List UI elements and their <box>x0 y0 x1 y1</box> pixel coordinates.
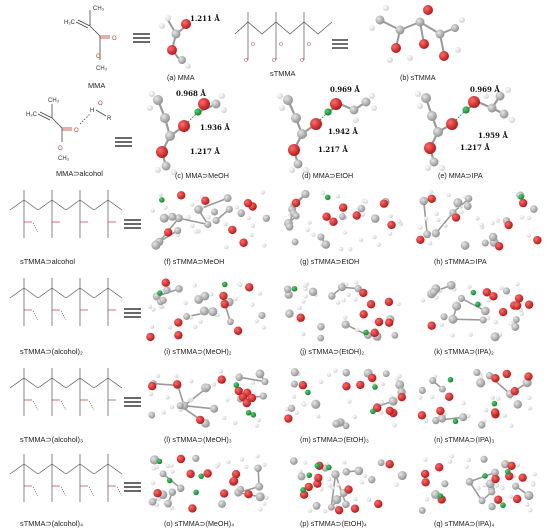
chem-r: R <box>107 116 112 122</box>
molecule-row5-3 <box>417 368 533 429</box>
svg-text:O: O <box>58 146 63 152</box>
equiv-symbol <box>124 308 141 318</box>
molecule-row6-2 <box>289 457 407 515</box>
dist-d-3: 1.217 Å <box>318 145 348 154</box>
molecule-c <box>147 91 227 175</box>
lower-rows: sTMMA⊃alcohol (f) sTMMA⊃MeOH (g) sTMMA⊃EtO… <box>9 189 542 528</box>
caption-row4-1: (i) sTMMA⊃(MeOH)₂ <box>164 347 232 356</box>
svg-text:O: O <box>112 36 117 42</box>
equiv-symbol <box>124 397 141 407</box>
label-row5: sTMMA⊃(alcohol)₃ <box>20 435 83 444</box>
equiv-symbol <box>332 39 348 49</box>
svg-text:O: O <box>272 58 276 64</box>
svg-text:O: O <box>251 42 255 48</box>
molecule-row5-1 <box>147 369 269 428</box>
svg-text:H₂C: H₂C <box>64 20 76 26</box>
label-stmma: sTMMA <box>270 69 296 78</box>
dist-a: 1.211 Å <box>190 14 220 23</box>
caption-d: (d) MMA⊃EtOH <box>302 171 353 180</box>
svg-text:O: O <box>74 128 79 134</box>
molecule-row3-3 <box>416 189 542 251</box>
caption-row4-2: (j) sTMMA⊃(EtOH)₂ <box>300 347 365 356</box>
stmma-structure-row4: sTMMA⊃(alcohol)₂ <box>9 278 123 356</box>
svg-text:O: O <box>244 58 248 64</box>
caption-row3-1: (f) sTMMA⊃MeOH <box>164 257 224 266</box>
label-row4: sTMMA⊃(alcohol)₂ <box>20 347 83 356</box>
svg-text:O: O <box>300 58 304 64</box>
dist-c-3: 1.217 Å <box>190 147 220 156</box>
stmma-structure-row3: sTMMA⊃alcohol <box>9 190 123 266</box>
equiv-symbol <box>124 482 141 492</box>
molecule-row4-1 <box>146 278 267 342</box>
stmma-structure-row5: sTMMA⊃(alcohol)₃ <box>9 368 123 444</box>
dist-d-1: 0.969 Å <box>330 85 360 94</box>
molecule-d <box>277 93 377 173</box>
svg-text:CH₃: CH₃ <box>93 6 105 12</box>
molecule-row4-2 <box>283 280 401 342</box>
svg-text:CH₃: CH₃ <box>58 156 70 162</box>
caption-row6-1: (o) sTMMA⊃(MeOH)₄ <box>164 519 234 528</box>
equiv-symbol <box>133 33 150 43</box>
equiv-symbol <box>124 219 141 229</box>
mma-structure <box>75 10 110 60</box>
caption-row5-1: (l) sTMMA⊃(MeOH)₃ <box>164 435 232 444</box>
molecule-row6-1 <box>148 453 269 513</box>
stmma-structure-row6: sTMMA⊃(alcohol)₄ <box>9 454 123 528</box>
dist-c-2: 1.936 Å <box>200 123 230 132</box>
svg-text:H₂C: H₂C <box>26 112 38 118</box>
caption-row4-3: (k) sTMMA⊃(IPA)₂ <box>434 347 494 356</box>
dist-c-1: 0.968 Å <box>176 89 206 98</box>
svg-text:O: O <box>279 42 283 48</box>
dist-e-2: 1.959 Å <box>478 131 508 140</box>
caption-row5-3: (n) sTMMA⊃(IPA)₃ <box>434 435 494 444</box>
molecule-row5-2 <box>284 368 406 430</box>
mma-alcohol-structure <box>37 104 107 142</box>
chem-h: H <box>90 108 94 114</box>
caption-row5-2: (m) sTMMA⊃(EtOH)₃ <box>300 435 369 444</box>
caption-row3-2: (g) sTMMA⊃EtOH <box>300 257 359 266</box>
caption-row6-2: (p) sTMMA⊃(EtOH)₄ <box>300 519 367 528</box>
svg-text:O: O <box>96 54 101 60</box>
dist-e-3: 1.217 Å <box>460 143 490 152</box>
molecule-e <box>415 87 515 171</box>
molecule-row3-1 <box>150 190 270 250</box>
label-mma: MMA <box>88 81 105 90</box>
molecule-b <box>369 5 465 63</box>
molecule-row3-2 <box>284 189 403 252</box>
molecule-row6-3 <box>418 453 537 514</box>
caption-c: (c) MMA⊃MeOH <box>175 171 229 180</box>
svg-text:O: O <box>307 42 311 48</box>
caption-row3-3: (h) sTMMA⊃IPA <box>434 257 487 266</box>
label-row6: sTMMA⊃(alcohol)₄ <box>20 519 83 528</box>
dist-d-2: 1.942 Å <box>328 127 358 136</box>
caption-e: (e) MMA⊃IPA <box>438 171 483 180</box>
label-row3: sTMMA⊃alcohol <box>20 257 75 266</box>
chem-o: O <box>98 101 103 107</box>
caption-row6-3: (q) sTMMA⊃(IPA)₄ <box>434 519 494 528</box>
stmma-structure-r1 <box>234 12 333 60</box>
svg-text:CH₃: CH₃ <box>96 66 108 72</box>
caption-b: (b) sTMMA <box>400 73 436 82</box>
equiv-symbol <box>115 137 132 147</box>
caption-a: (a) MMA <box>167 73 195 82</box>
label-mma-alcohol: MMA⊃alcohol <box>56 169 103 178</box>
dist-e-1: 0.969 Å <box>470 85 500 94</box>
molecule-row4-3 <box>420 280 534 342</box>
molecule-a <box>159 15 191 69</box>
svg-text:CH₃: CH₃ <box>48 98 60 104</box>
